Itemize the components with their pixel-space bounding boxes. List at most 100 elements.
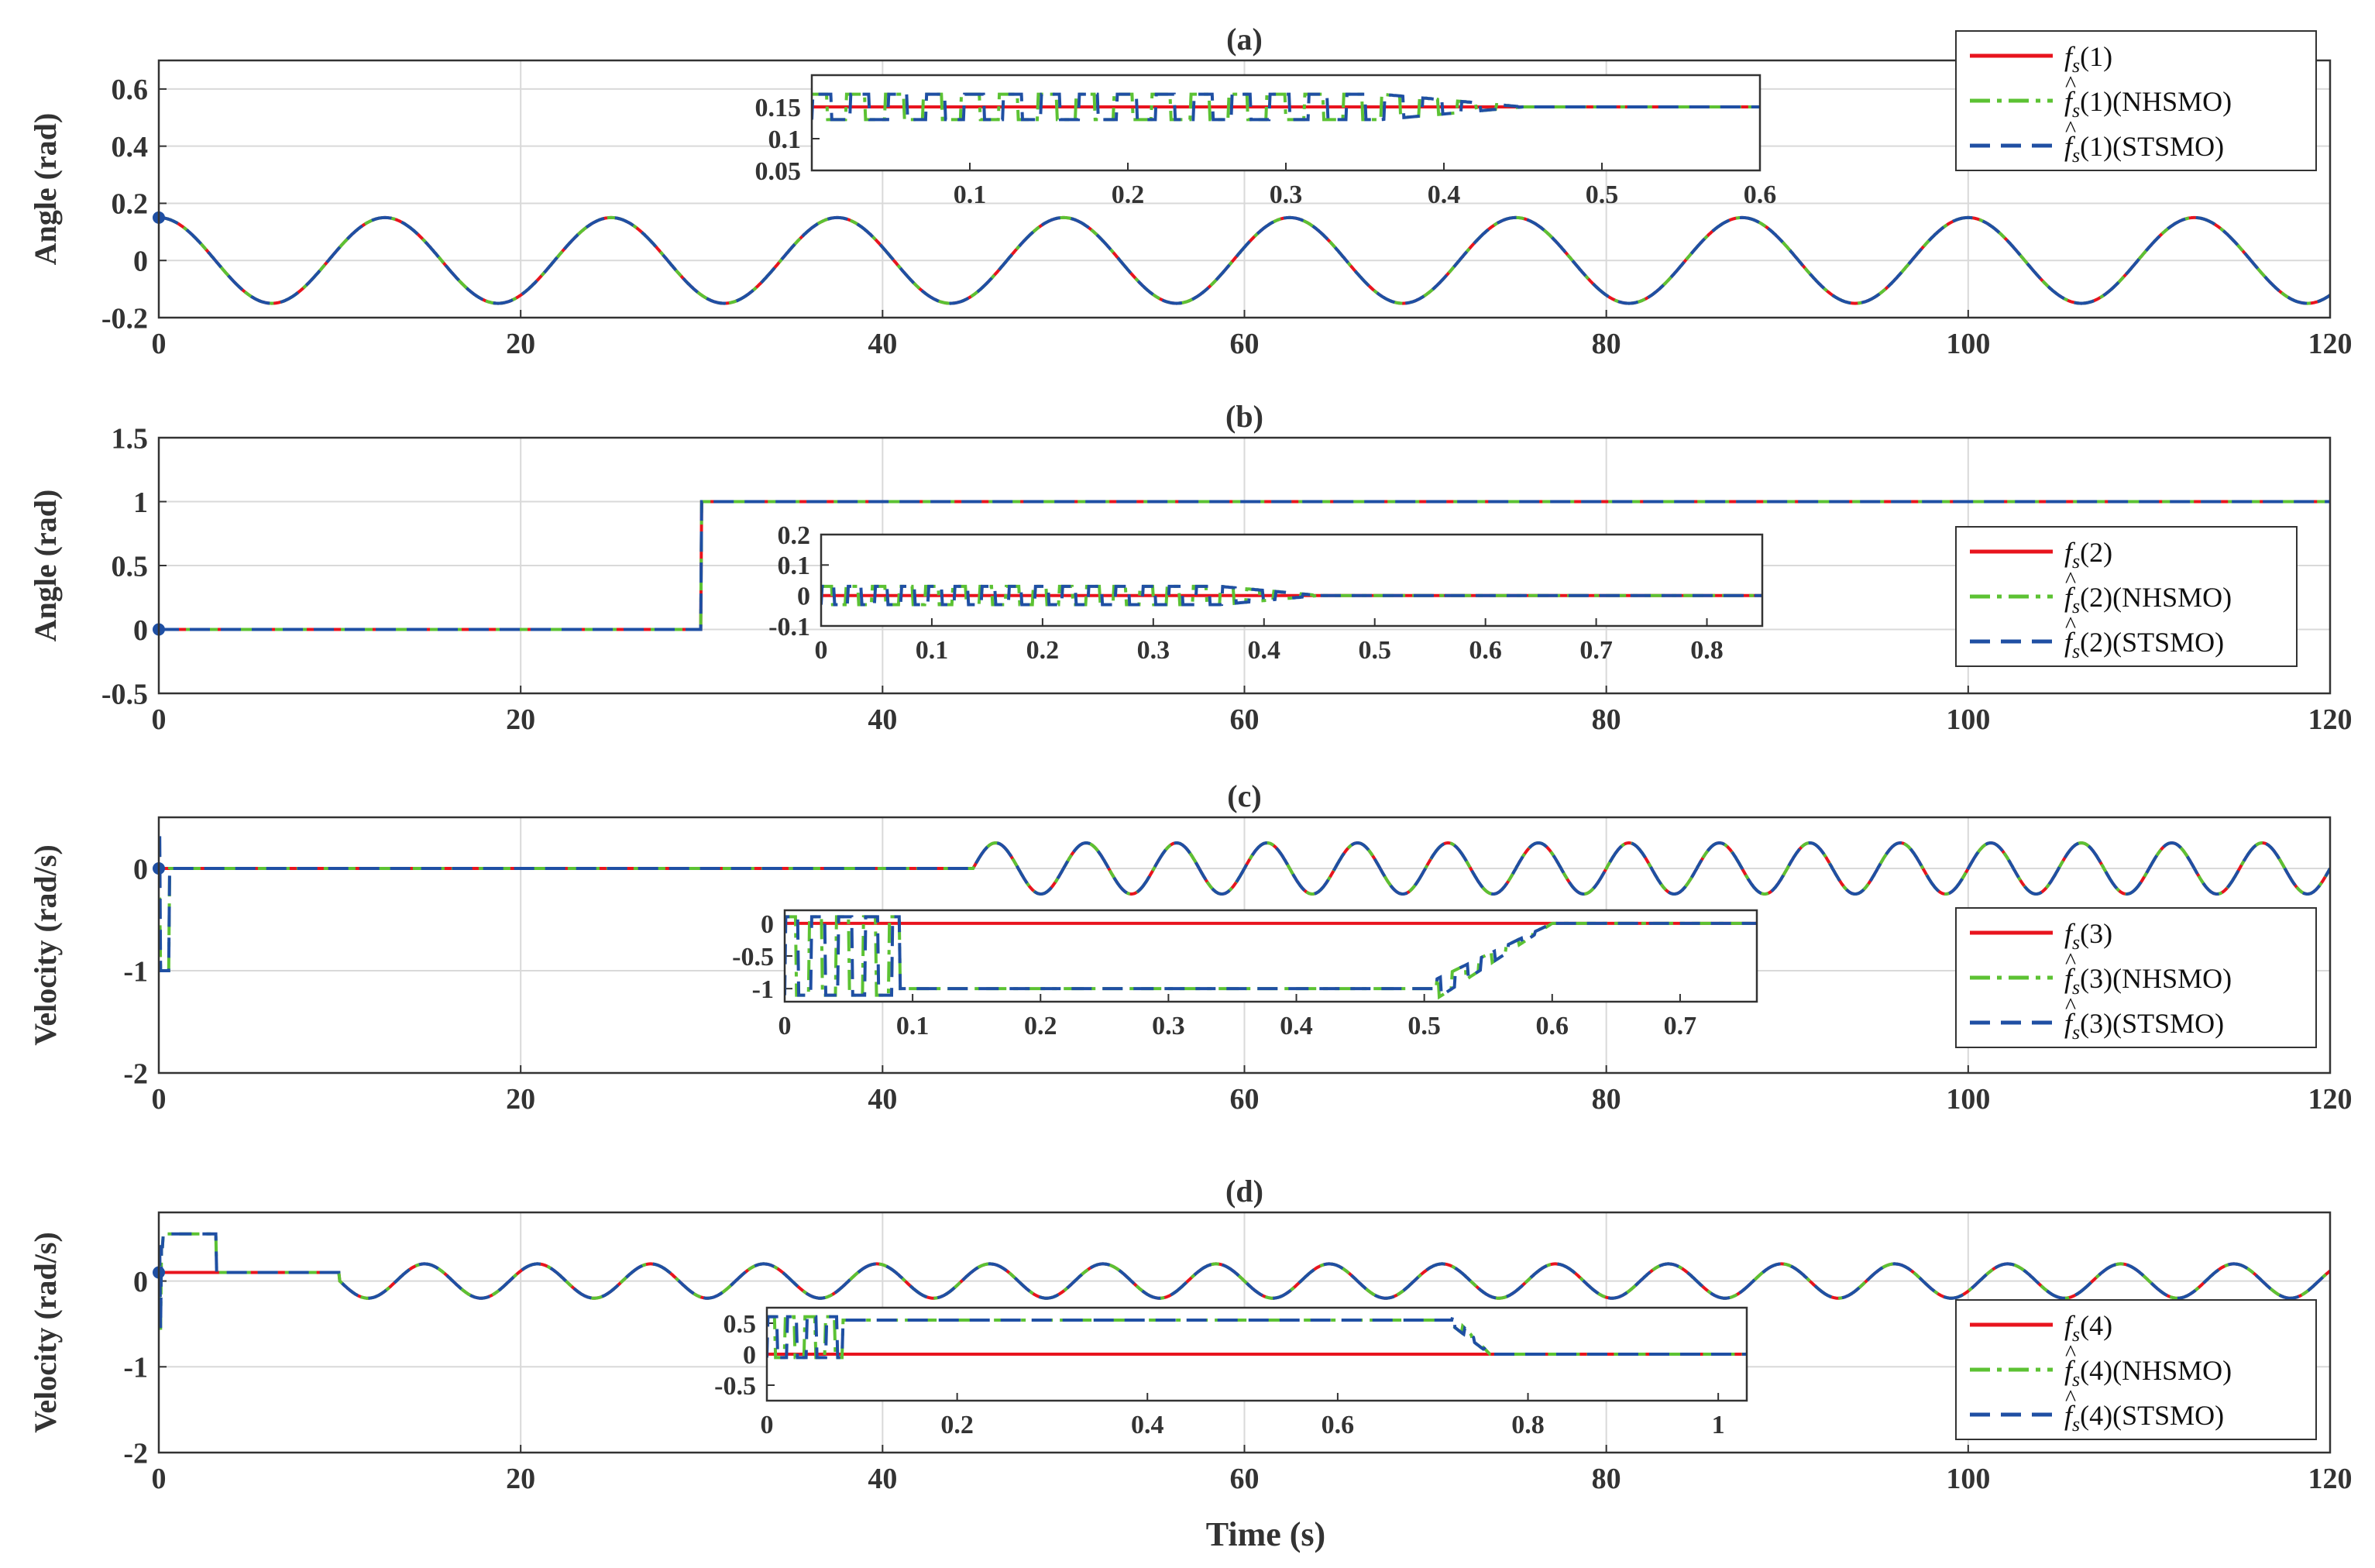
main-xtick-label: 40 [868,1083,897,1116]
main-ytick-label: -2 [123,1437,148,1470]
legend-entry-2: fs(1)(STSMO) [2064,131,2224,167]
inset-series-line-2 [821,584,1762,607]
inset-xtick-label: 0.4 [1131,1411,1164,1439]
main-xtick-label: 40 [868,703,897,736]
main-xtick-label: 120 [2308,703,2353,736]
main-xtick-label: 80 [1592,703,1621,736]
inset-xtick-label: 0.2 [1024,1012,1057,1040]
main-xtick-label: 0 [152,1083,167,1116]
main-ytick-label: -0.2 [101,302,148,335]
y-axis-label: Velocity (rad/s) [28,1232,63,1433]
inset-xtick-label: 0.1 [916,636,949,665]
inset-series-line-2 [812,92,1760,122]
inset-xtick-label: 0.1 [896,1012,930,1040]
main-ytick-label: 0 [133,614,148,647]
inset-xtick-label: 0.6 [1536,1012,1569,1040]
legend-entry-0: fs(2) [2064,537,2112,573]
legend-hat-1: ^ [2065,567,2076,593]
legend-hat-2: ^ [2065,993,2076,1019]
main-xtick-label: 20 [506,1463,535,1495]
main-xtick-label: 100 [1946,1463,1990,1495]
inset-ytick-label: 0.1 [768,126,802,154]
main-xtick-label: 100 [1946,703,1990,736]
inset-xtick-label: 0.5 [1358,636,1391,665]
inset-series-group [785,915,1757,1000]
main-xtick-label: 100 [1946,328,1990,360]
main-ytick-label: 0.6 [112,74,149,106]
main-xtick-label: 60 [1230,1083,1260,1116]
inset-ytick-label: 0.5 [723,1310,757,1339]
inset-series-group [821,584,1762,607]
inset-xtick-label: 0.4 [1280,1012,1313,1040]
main-ytick-label: 1 [133,487,148,519]
series-line-2 [159,500,2330,631]
main-ytick-label: 1.5 [112,422,149,455]
inset-xtick-label: 0.2 [1026,636,1060,665]
main-frame [157,436,2332,695]
panel-title: (d) [1225,1174,1263,1209]
main-xtick-label: 120 [2308,328,2353,360]
main-ytick-label: 0.2 [112,188,149,221]
inset-xtick-label: 0.5 [1586,181,1619,209]
main-xtick-label: 60 [1230,328,1260,360]
inset-xtick-label: 0.3 [1137,636,1170,665]
inset-ytick-label: -0.5 [714,1372,756,1401]
main-ytick-label: 0 [133,1266,148,1298]
inset-ytick-label: 0 [761,910,774,939]
inset-xtick-label: 0.3 [1270,181,1303,209]
inset-ytick-label: 0 [743,1341,756,1370]
main-frame [157,1211,2332,1454]
main-series-group [159,500,2330,631]
inset-xtick-label: 0.3 [1152,1012,1185,1040]
inset-series-line-2 [785,915,1757,999]
inset-ytick-label: 0.1 [778,552,811,580]
legend-hat-1: ^ [2065,71,2076,97]
inset-xtick-label: 0.4 [1248,636,1281,665]
inset-series-group [812,92,1760,122]
main-ytick-label: 0.4 [112,131,149,163]
main-ytick-label: 0 [133,853,148,885]
main-series-group [159,215,2330,305]
main-xtick-label: 40 [868,328,897,360]
legend-entry-2: fs(2)(STSMO) [2064,627,2224,662]
legend-entry-2: fs(4)(STSMO) [2064,1400,2224,1436]
inset-ytick-label: 0 [797,583,810,611]
main-ytick-label: -1 [123,955,148,988]
inset-xtick-label: 0.5 [1407,1012,1441,1040]
series-line-2 [159,215,2330,305]
legend-hat-1: ^ [2065,1340,2076,1366]
inset-frame [820,533,1764,628]
inset-series-line-1 [821,584,1762,607]
inset-ytick-label: 0.15 [755,94,802,122]
legend-entry-1: fs(3)(NHSMO) [2064,963,2232,999]
main-xtick-label: 60 [1230,1463,1260,1495]
inset-xtick-label: 0.1 [954,181,987,209]
main-xtick-label: 100 [1946,1083,1990,1116]
main-xtick-label: 20 [506,703,535,736]
inset-ytick-label: 0.2 [778,521,811,550]
main-series-group [159,836,2330,972]
legend-entry-1: fs(1)(NHSMO) [2064,86,2232,122]
main-xtick-label: 0 [152,328,167,360]
inset-series-group [767,1312,1747,1360]
inset-xtick-label: 0.6 [1322,1411,1355,1439]
inset-background [812,75,1760,170]
inset-series-line-2 [767,1312,1747,1360]
main-xtick-label: 60 [1230,703,1260,736]
main-xtick-label: 40 [868,1463,897,1495]
inset-frame [765,1306,1748,1402]
legend-entry-1: fs(2)(NHSMO) [2064,582,2232,617]
legend-entry-2: fs(3)(STSMO) [2064,1008,2224,1044]
inset-xtick-label: 0.8 [1690,636,1724,665]
inset-xtick-label: 0.7 [1664,1012,1697,1040]
series-line-2 [159,836,2330,972]
inset-xtick-label: 0.2 [940,1411,974,1439]
y-axis-label: Angle (rad) [28,113,63,266]
inset-xtick-label: 0.6 [1744,181,1777,209]
